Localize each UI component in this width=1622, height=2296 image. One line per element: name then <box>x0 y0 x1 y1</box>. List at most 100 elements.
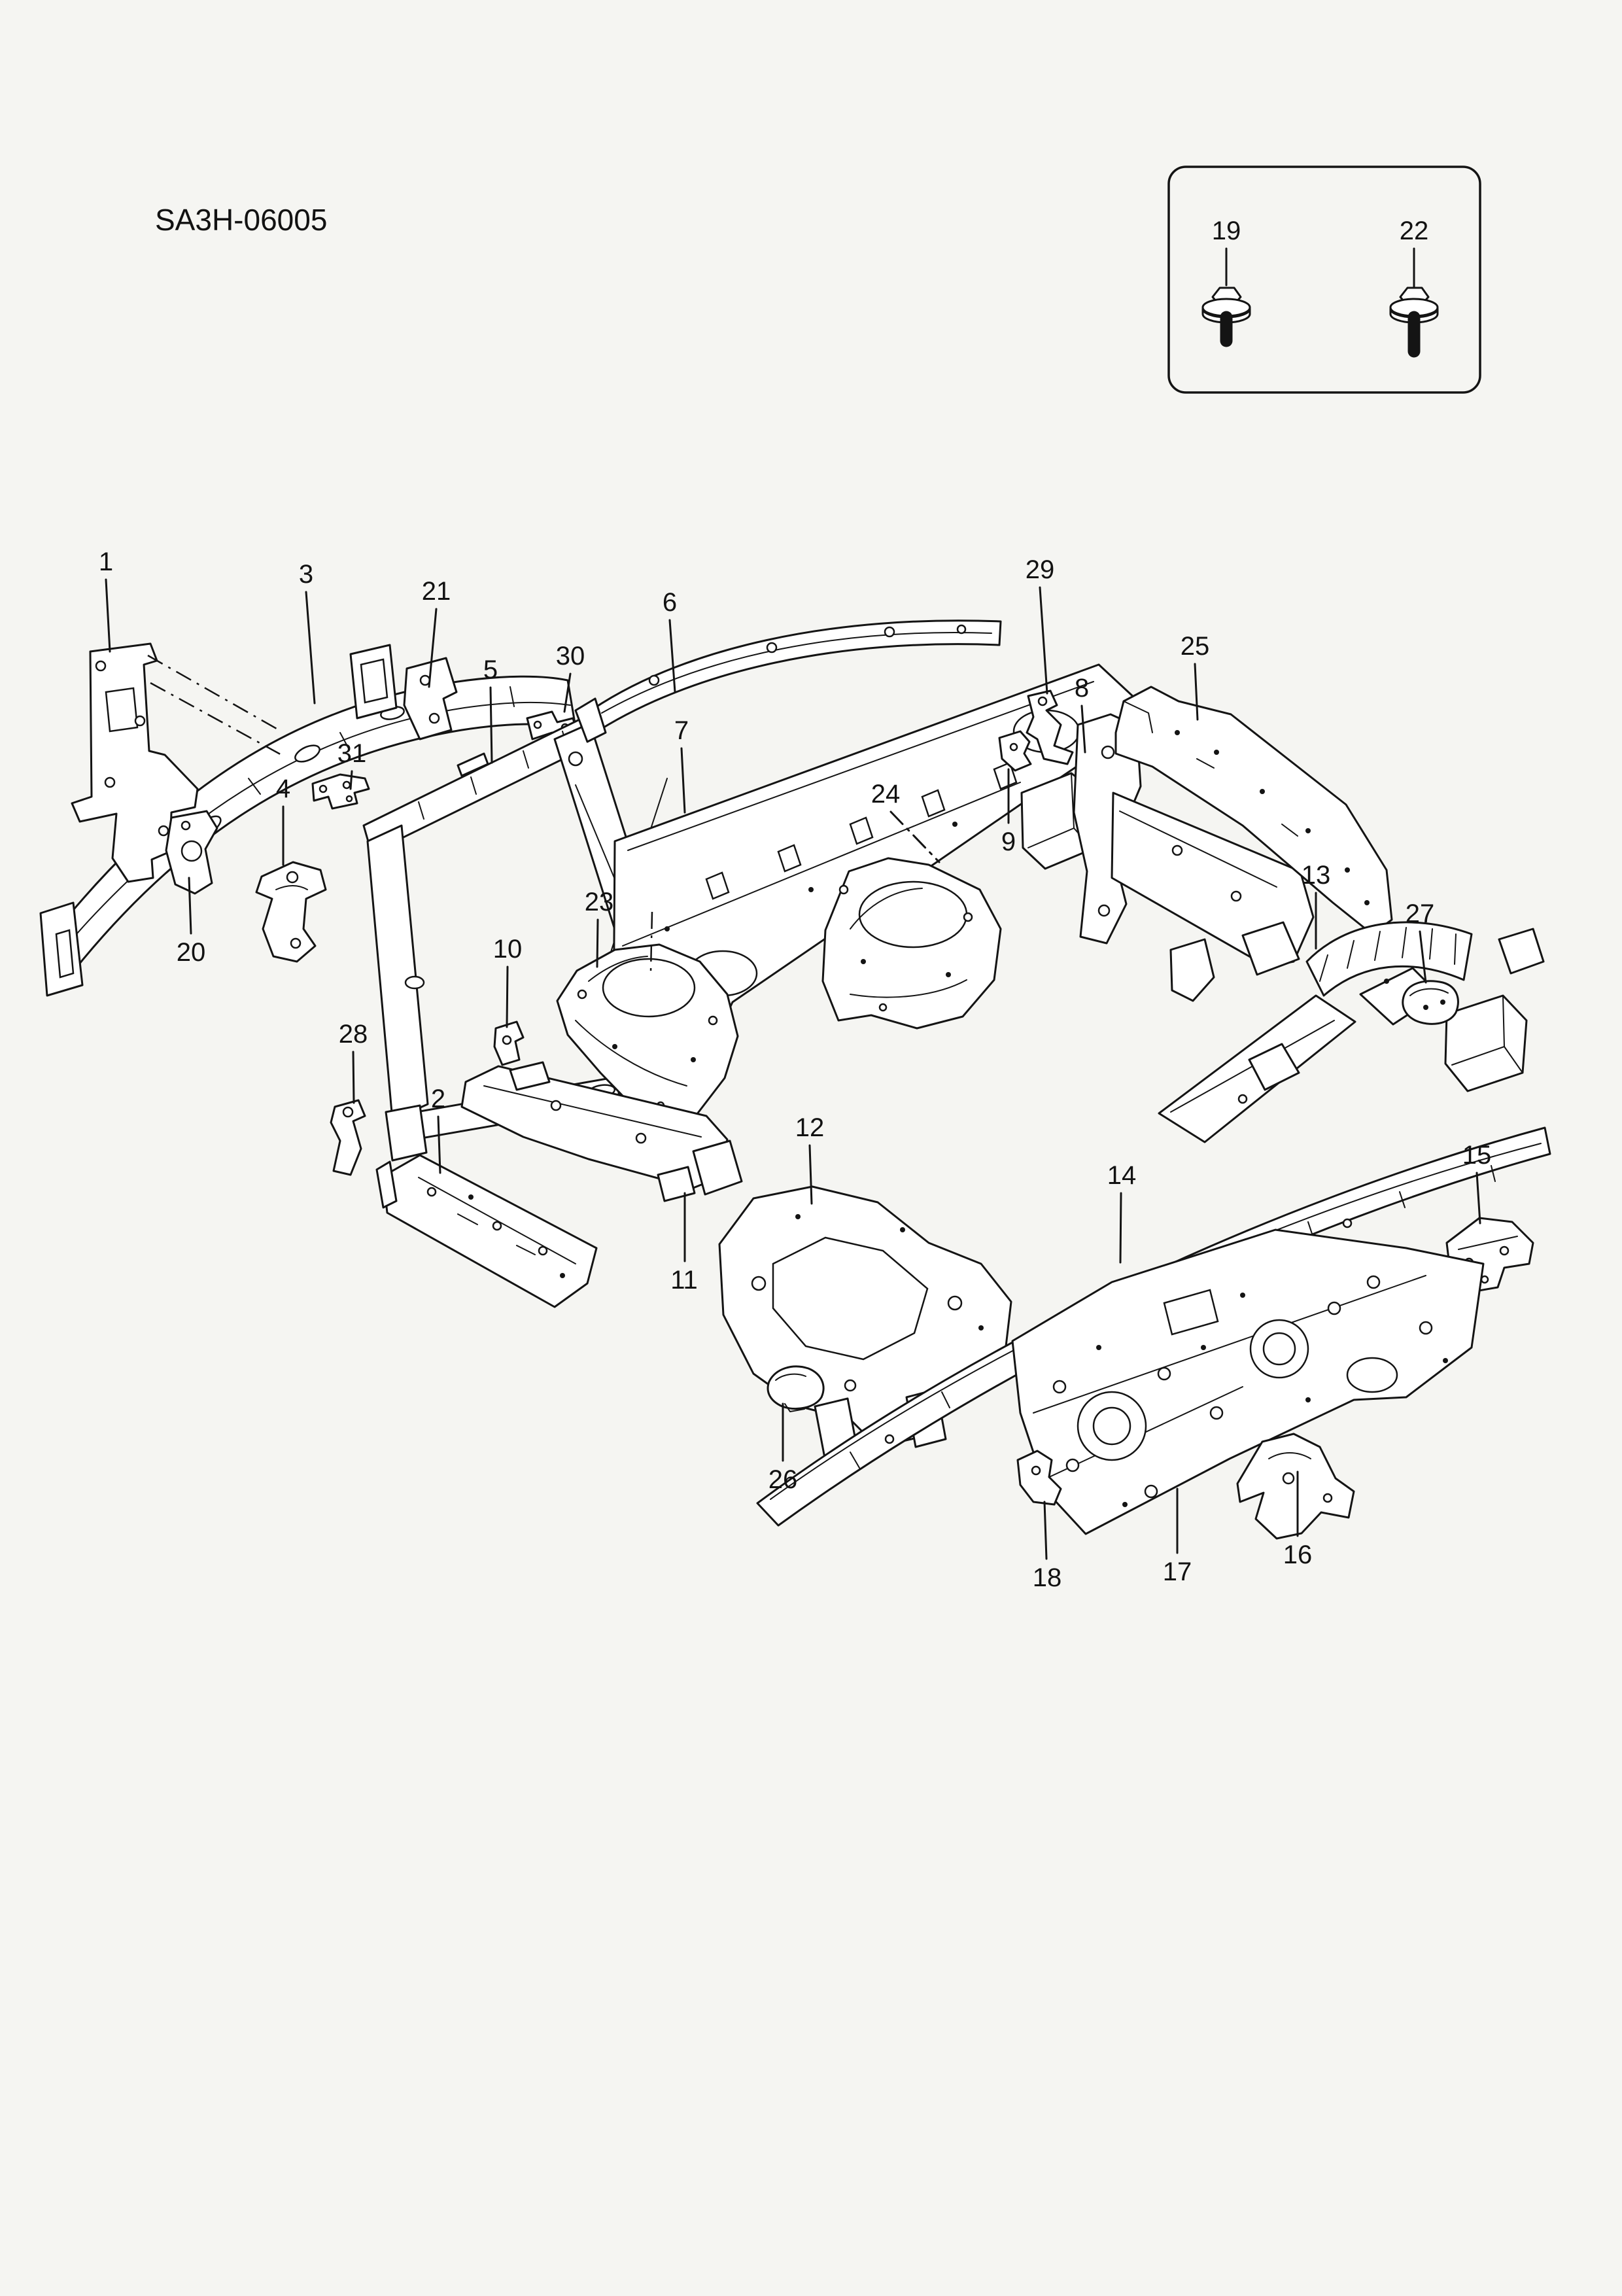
hardware-legend-box: 19 22 <box>1167 165 1481 394</box>
part-24-drawing <box>821 857 1002 1030</box>
callout-number: 6 <box>663 588 677 617</box>
callout-6: 6 <box>663 588 677 693</box>
callout-number: 9 <box>1001 827 1016 856</box>
callout-leader-line <box>437 1115 441 1174</box>
construction-line-1 <box>147 654 282 733</box>
callout-leader-line <box>428 608 438 688</box>
callout-number: 11 <box>670 1266 698 1295</box>
part-8-drawing <box>1020 713 1315 1002</box>
callout-number: 8 <box>1075 674 1089 703</box>
callout-leader-line <box>1080 704 1086 754</box>
callout-leader-line <box>489 686 493 764</box>
callout-number: 23 <box>585 888 614 916</box>
callout-number: 16 <box>1283 1540 1313 1569</box>
part-17-drawing <box>1011 1228 1485 1535</box>
callout-15: 15 <box>1462 1141 1492 1225</box>
callout-1: 1 <box>99 548 113 653</box>
callout-number: 29 <box>1026 555 1055 584</box>
callout-leader-line <box>1419 930 1427 984</box>
callout-number: 14 <box>1107 1161 1137 1190</box>
callout-leader-line <box>563 672 572 713</box>
callout-30: 30 <box>556 642 585 713</box>
callout-31: 31 <box>337 739 367 790</box>
callout-leader-line <box>188 877 192 935</box>
part-1-drawing <box>71 642 199 883</box>
callout-9: 9 <box>1001 768 1016 856</box>
callout-leader-line <box>808 1144 813 1205</box>
callout-27: 27 <box>1406 899 1435 984</box>
callout-11: 11 <box>670 1192 698 1295</box>
part-6-drawing <box>574 619 1002 743</box>
part-31-drawing <box>311 773 370 810</box>
callout-7: 7 <box>674 716 689 814</box>
callout-23: 23 <box>585 888 614 968</box>
part-2-drawing <box>375 1154 598 1308</box>
part-20-drawing <box>165 810 218 895</box>
callout-leader-line <box>105 578 111 653</box>
callout-10: 10 <box>493 935 522 1028</box>
page-title: SA3H-06005 <box>155 203 327 237</box>
callout-number: 28 <box>339 1020 368 1049</box>
part-4-drawing <box>255 861 327 963</box>
callout-leader-line <box>1043 1501 1048 1560</box>
callout-5: 5 <box>483 655 498 764</box>
callout-number: 27 <box>1406 899 1435 928</box>
callout-number: 1 <box>99 548 113 576</box>
callout-number: 15 <box>1462 1141 1492 1170</box>
callout-number: 31 <box>337 739 367 768</box>
hardware-box-border <box>1167 165 1481 394</box>
callout-leader-line <box>1039 586 1048 695</box>
callout-number: 7 <box>674 716 689 745</box>
callout-17: 17 <box>1163 1487 1192 1586</box>
callout-number: 4 <box>276 774 290 803</box>
callout-29: 29 <box>1026 555 1055 695</box>
callout-24: 24 <box>871 780 940 863</box>
callout-leader-line <box>1119 1192 1122 1264</box>
callout-number: 19 <box>1212 217 1241 245</box>
construction-line-2 <box>150 682 285 757</box>
callout-number: 5 <box>483 655 498 684</box>
callout-14: 14 <box>1107 1161 1137 1264</box>
part-9-drawing <box>998 730 1032 772</box>
part-16-drawing <box>1236 1433 1355 1540</box>
callout-13: 13 <box>1302 861 1330 950</box>
callout-26: 26 <box>768 1402 797 1494</box>
part-25-drawing <box>1114 686 1393 935</box>
callout-leader-line <box>1194 663 1199 721</box>
callout-number: 25 <box>1181 632 1210 661</box>
callout-leader-line <box>352 1051 355 1104</box>
part-10-drawing <box>493 1020 525 1066</box>
callout-8: 8 <box>1075 674 1089 754</box>
callout-25: 25 <box>1181 632 1210 721</box>
callout-3: 3 <box>299 560 316 704</box>
callout-labels: 1234567891011121314151617182021232425262… <box>99 548 1491 1592</box>
hardware-item-19: 19 <box>1201 217 1251 347</box>
callout-leader-line <box>506 965 509 1028</box>
construction-lines <box>147 654 653 973</box>
callout-number: 3 <box>299 560 313 589</box>
callout-leader-line <box>889 810 940 863</box>
callout-number: 30 <box>556 642 585 670</box>
flange-bolt-icon <box>1389 287 1439 358</box>
callout-number: 12 <box>795 1113 825 1142</box>
part-28-drawing <box>330 1099 366 1176</box>
flange-bolt-icon <box>1201 287 1251 347</box>
part-23-drawing <box>556 943 739 1129</box>
callout-16: 16 <box>1283 1470 1313 1569</box>
part-27-drawing <box>1402 980 1459 1025</box>
part-13-drawing <box>1158 921 1545 1143</box>
callout-number: 17 <box>1163 1557 1192 1586</box>
construction-line-3 <box>649 911 653 973</box>
callout-number: 24 <box>871 780 901 809</box>
callout-leader-line <box>1475 1172 1481 1225</box>
callout-number: 18 <box>1033 1563 1062 1592</box>
callout-number: 21 <box>422 577 451 606</box>
callout-leader-line <box>596 918 599 968</box>
callout-20: 20 <box>177 877 205 967</box>
callout-12: 12 <box>795 1113 825 1205</box>
part-12-drawing <box>718 1185 1012 1463</box>
callout-number: 2 <box>431 1085 445 1113</box>
callout-28: 28 <box>339 1020 368 1104</box>
